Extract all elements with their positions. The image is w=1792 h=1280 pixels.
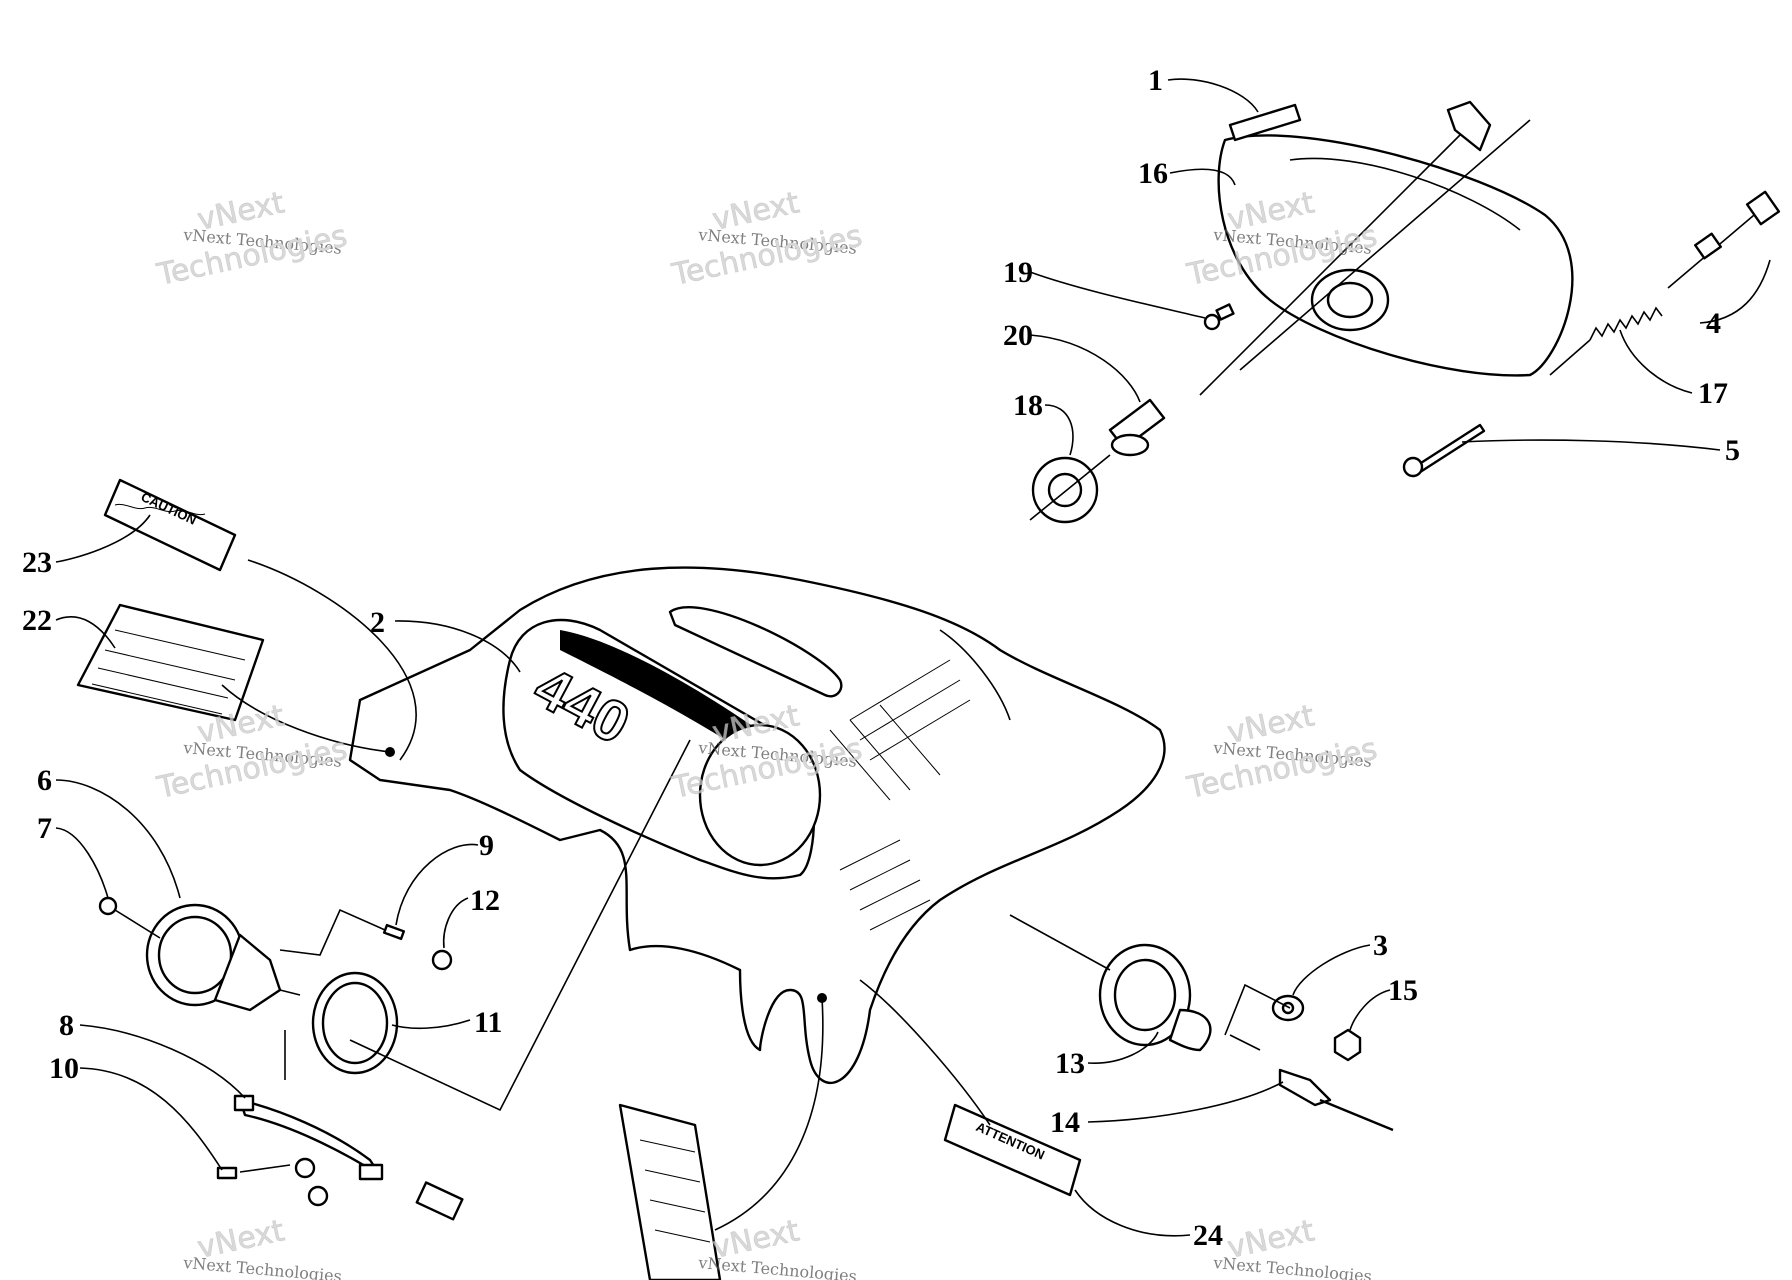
- callout-15: 15: [1388, 974, 1418, 1007]
- callout-7: 7: [37, 812, 52, 845]
- watermark: vNext vNext Technologies Technologies: [668, 185, 865, 293]
- callout-18: 18: [1013, 389, 1043, 422]
- callout-16: 16: [1138, 157, 1168, 190]
- watermark: vNext vNext Technologies Technologies: [153, 185, 350, 293]
- decal-part-21: [618, 1103, 722, 1280]
- watermark: vNext vNext Technologies: [1212, 1213, 1373, 1280]
- callout-8: 8: [59, 1009, 74, 1042]
- svg-text:vNext Technologies: vNext Technologies: [182, 1253, 343, 1280]
- nut-part-12: [431, 949, 453, 971]
- callout-11: 11: [474, 1006, 502, 1039]
- callout-12: 12: [470, 884, 500, 917]
- callout-1: 1: [1148, 64, 1163, 97]
- watermark: vNext vNext Technologies Technologies: [1183, 698, 1380, 806]
- callout-9: 9: [479, 829, 494, 862]
- decal-part-22: [76, 603, 265, 722]
- svg-text:vNext Technologies: vNext Technologies: [697, 1253, 858, 1280]
- spring-part-17: [1589, 306, 1663, 341]
- hood-part-2: 440: [348, 566, 1166, 1085]
- callout-22: 22: [22, 604, 52, 637]
- nut-part-15: [1333, 1028, 1362, 1062]
- cable-part-14: [1278, 1068, 1332, 1107]
- headlight-assembly: [1029, 100, 1781, 524]
- tach-assembly: [1009, 914, 1394, 1132]
- callout-10: 10: [49, 1052, 79, 1085]
- leader-lines: [55, 78, 1771, 1237]
- watermark: vNext vNext Technologies: [182, 1213, 343, 1280]
- gauge-assembly: [98, 739, 691, 1221]
- callout-23: 23: [22, 546, 52, 579]
- bracket-part-1: [1228, 103, 1302, 142]
- watermark: vNext vNext Technologies: [697, 1213, 858, 1280]
- callout-5: 5: [1725, 434, 1740, 467]
- callout-3: 3: [1373, 929, 1388, 962]
- screw-part-19: [1203, 313, 1221, 331]
- watermark: vNext vNext Technologies Technologies: [153, 698, 350, 806]
- callout-numbers: 1 16 19 20 18 4 17 5 23 22 2 6 7 9 12 11…: [22, 64, 1740, 1252]
- bulb-part-9: [382, 923, 406, 941]
- callout-17: 17: [1698, 377, 1728, 410]
- svg-text:vNext Technologies: vNext Technologies: [1212, 1253, 1373, 1280]
- callout-24: 24: [1193, 1219, 1223, 1252]
- callout-13: 13: [1055, 1047, 1085, 1080]
- watermarks: vNext vNext Technologies Technologies vN…: [153, 185, 1380, 1280]
- callout-20: 20: [1003, 319, 1033, 352]
- callout-14: 14: [1050, 1106, 1080, 1139]
- decal-part-23: CAUTION: [103, 478, 237, 572]
- callout-19: 19: [1003, 256, 1033, 289]
- callout-6: 6: [37, 764, 52, 797]
- screw-part-7: [98, 896, 118, 916]
- callout-2: 2: [370, 606, 385, 639]
- bulb-part-10: [216, 1166, 238, 1180]
- callout-4: 4: [1706, 307, 1721, 340]
